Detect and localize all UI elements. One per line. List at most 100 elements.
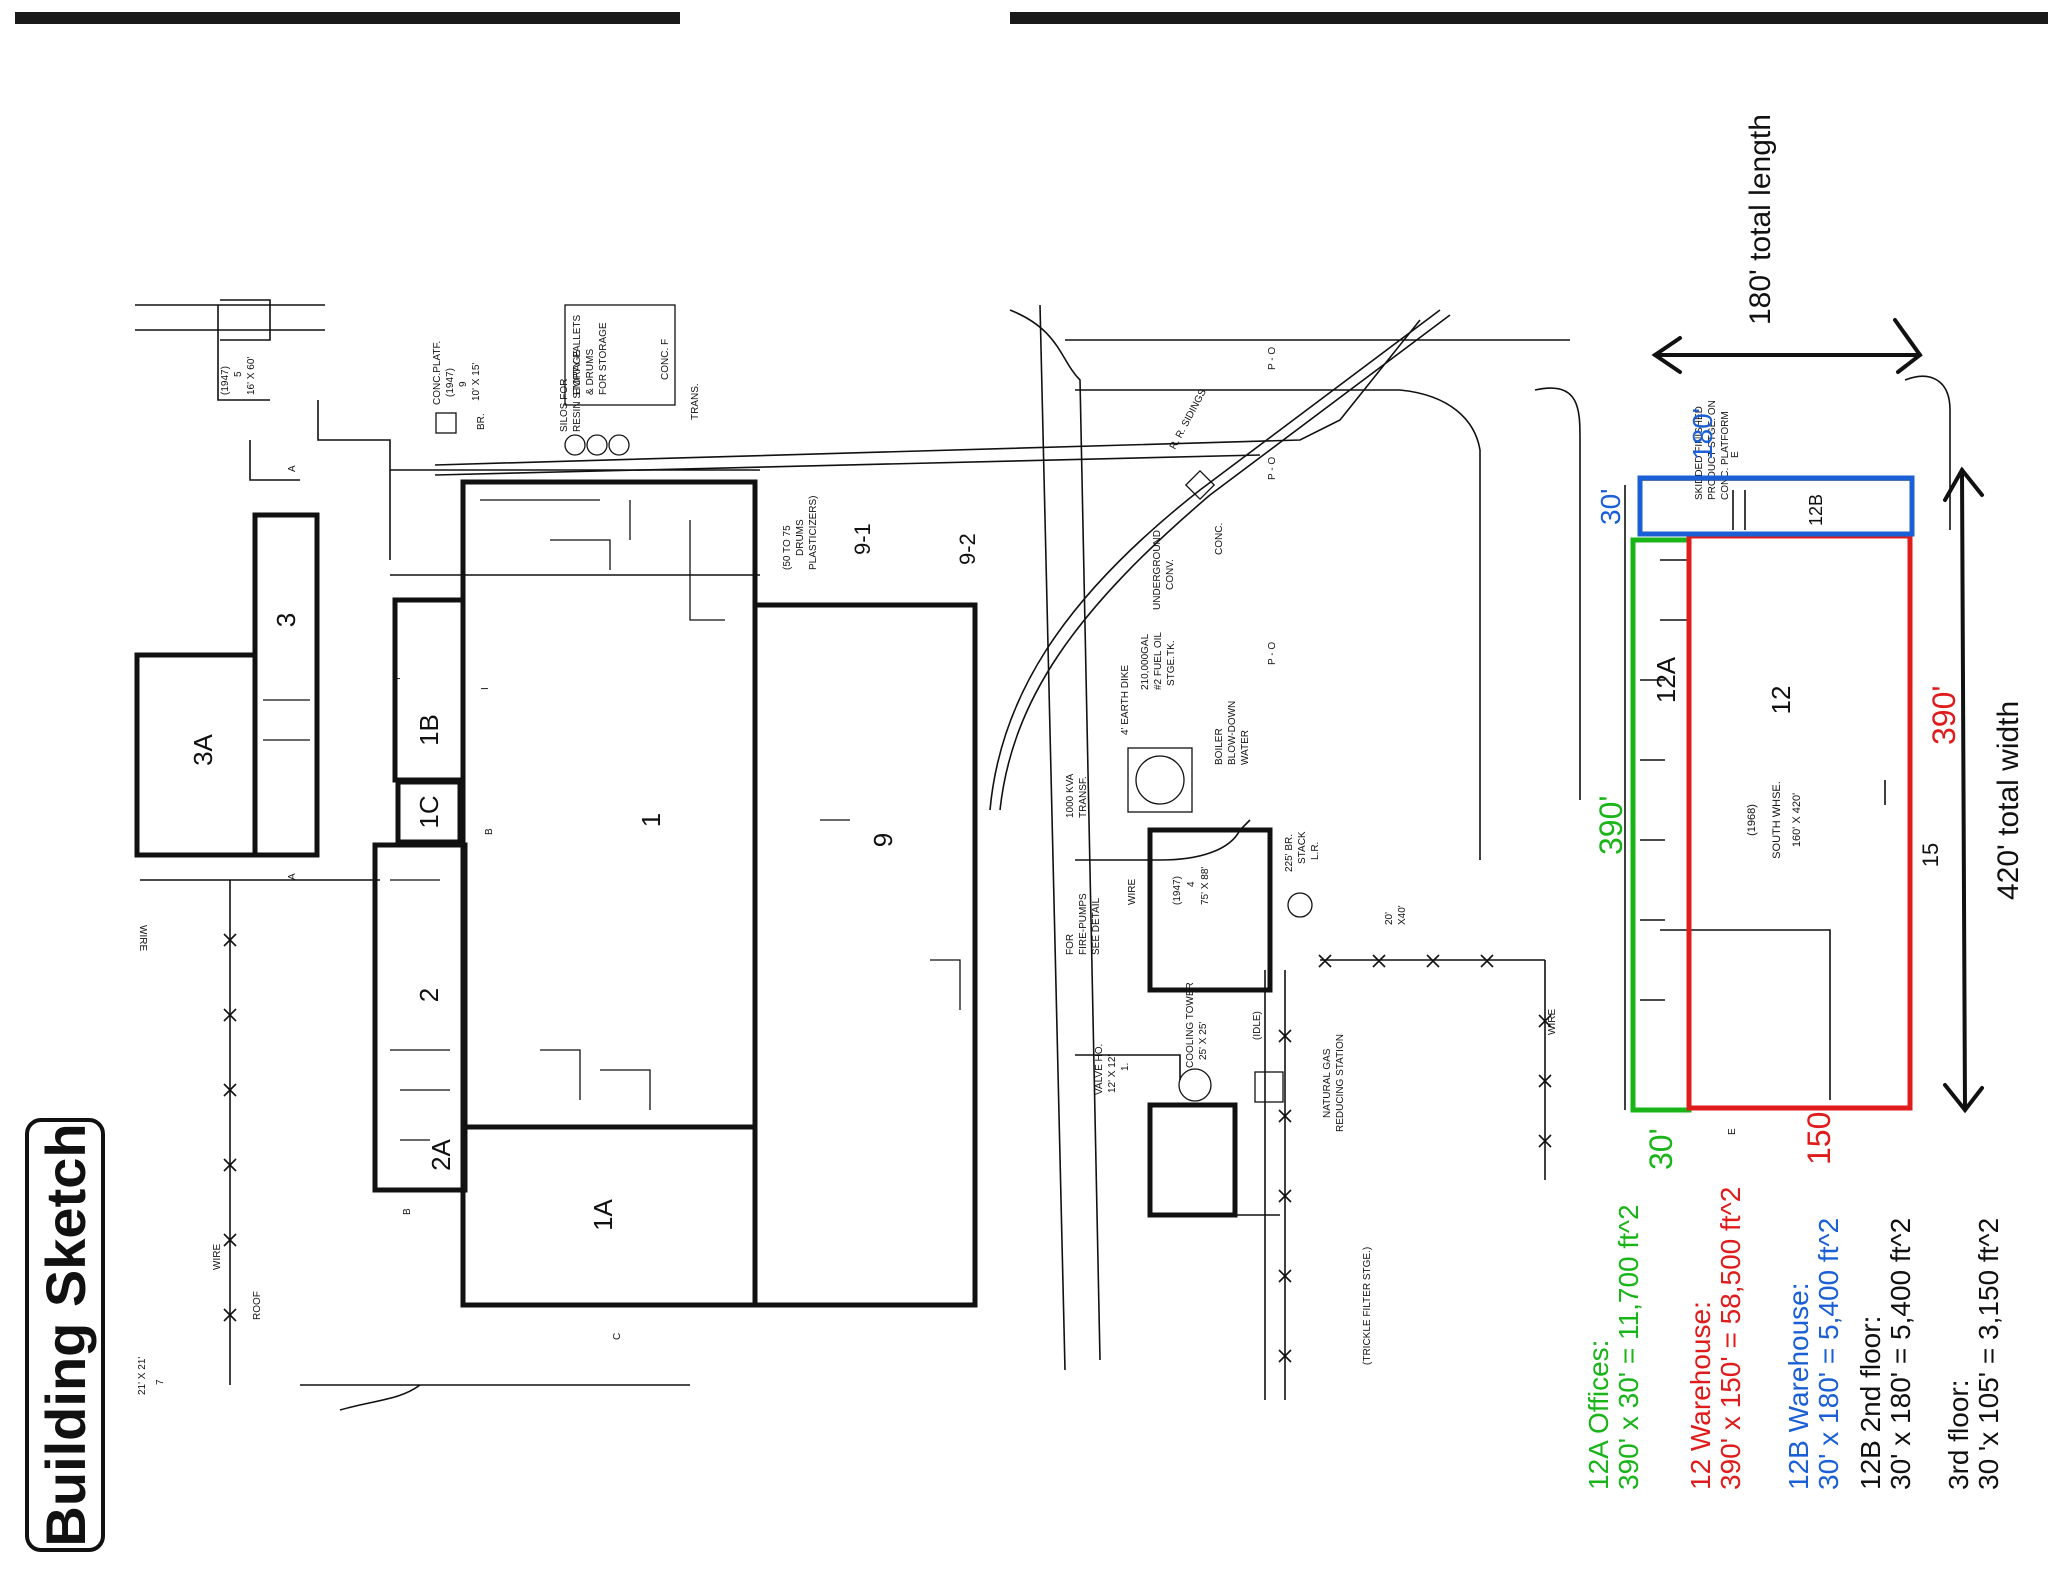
building-15-label: 15	[1918, 843, 1943, 867]
title-badge: Building Sketch	[25, 1118, 105, 1552]
valve-ho-line-1: VALVE HO.	[1094, 1044, 1105, 1095]
building-1c-label: 1C	[414, 795, 444, 828]
skidded-product-line-3: CONC. PLATFORM	[1720, 411, 1731, 500]
cooling-tower-line-1: COOLING TOWER	[1185, 982, 1196, 1068]
building-12a-label: 12A	[1651, 656, 1681, 703]
fuel-oil-line-2: #2 FUEL OIL	[1153, 632, 1164, 690]
marker-a-bottom: A	[287, 873, 298, 880]
small-building-7-label: 7 21' X 21'	[137, 1357, 166, 1395]
empty-pallets-label: EMPTY PALLETS & DRUMS FOR STORAGE	[572, 314, 609, 395]
conc-platf-line-1: CONC.PLATF.	[432, 341, 443, 405]
building-4-line-1: (1947)	[1172, 876, 1183, 905]
rr-sidings-label: R. R. SIDINGS	[1168, 387, 1209, 451]
building-9-outline	[752, 602, 978, 1308]
building-3-label: 3	[271, 613, 301, 627]
drums-plasticizers-line-3: PLASTICIZERS)	[808, 496, 819, 570]
building-2-label: 2	[414, 988, 444, 1002]
marker-e-top: E	[1730, 451, 1741, 458]
fuel-oil-label: 210,000GAL #2 FUEL OIL STGE.TK.	[1140, 632, 1177, 690]
drawing-labels: EMPTY PALLETS & DRUMS FOR STORAGE CONC. …	[137, 314, 1741, 1395]
skidded-product-line-2: PRODUCT STGE. ON	[1707, 400, 1718, 500]
building-1b-outline	[392, 597, 466, 783]
empty-pallets-line-2: & DRUMS	[585, 349, 596, 395]
marker-e-bottom: E	[1727, 1128, 1738, 1135]
resin-silos-label: SILOS FOR RESIN STORAGE	[559, 350, 583, 432]
boiler-line-3: WATER	[1240, 730, 1251, 765]
width-arrowhead-top	[1943, 466, 1984, 502]
drums-circle-3	[608, 434, 630, 456]
small-building-7-line-2: 21' X 21'	[137, 1357, 148, 1395]
building-5-label: (1947) 5 16' X 60'	[220, 357, 257, 395]
wire-label-right: WIRE	[1547, 1009, 1558, 1035]
valve-ho-line-2: 12' X 12'	[1107, 1055, 1118, 1093]
length-arrowhead-right	[1893, 318, 1923, 374]
warehouse-detail-lines	[1624, 479, 1910, 1110]
legend-item-12b: 12B Warehouse: 30' x 180' = 5,400 ft^2	[1783, 1218, 1844, 1490]
marker-po-2: P - O	[1267, 457, 1278, 480]
transf-line-1: 1000 KVA	[1065, 773, 1076, 818]
building-1a-label: 1A	[588, 1198, 618, 1230]
legend-12a-calc: 390' x 30' = 11,700 ft^2	[1613, 1204, 1644, 1490]
width-arrow	[1960, 468, 1967, 1112]
total-width-label: 420' total width	[1992, 701, 2025, 900]
conc-platf-line-3: 9	[458, 381, 469, 387]
conc-platf-label: CONC.PLATF. (1947) 9 10' X 15'	[432, 341, 482, 405]
valve-ho-label: VALVE HO. 12' X 12' 1.	[1094, 1044, 1131, 1095]
total-length-label: 180' total length	[1744, 114, 1777, 325]
silo-pad	[564, 304, 676, 406]
stack-line-1: 225' BR.	[1284, 834, 1295, 872]
interior-walls	[263, 304, 1313, 1141]
conc-f-label: CONC. F	[660, 339, 671, 380]
resin-silos-line-1: SILOS FOR	[559, 379, 570, 432]
empty-pallets-line-3: FOR STORAGE	[598, 322, 609, 395]
stack-circle	[1287, 892, 1313, 918]
scan-edge-right	[1010, 12, 2048, 24]
building-5-line-2: 5	[233, 371, 244, 377]
building-1c-outline	[395, 779, 463, 845]
area-legend: 12A Offices: 390' x 30' = 11,700 ft^2 12…	[1583, 1187, 2004, 1490]
tank-20x40-label: 20' X40'	[1384, 905, 1408, 925]
tank-20x40-line-1: 20'	[1384, 912, 1395, 925]
underground-conv-line-2: CONV.	[1165, 559, 1176, 590]
marker-po-3: P - O	[1267, 642, 1278, 665]
stack-line-2: STACK	[1297, 831, 1308, 864]
fence-markers	[223, 933, 1552, 1363]
drums-plasticizers-line-2: DRUMS	[795, 519, 806, 556]
skidded-product-label: SKIDDED FINISHED PRODUCT STGE. ON CONC. …	[1694, 400, 1731, 500]
south-warehouse: 12A 12B 12 15 (1968) SOUTH WHSE. 160' X …	[1593, 114, 2025, 1170]
conc-platf-pad	[435, 412, 457, 434]
building-12-label: 12	[1766, 686, 1796, 715]
legend-12b-label: 12B Warehouse:	[1783, 1282, 1814, 1490]
legend-item-12: 12 Warehouse: 390' x 150' = 58,500 ft^2	[1685, 1187, 1746, 1490]
marker-i-1: I	[392, 677, 403, 680]
fuel-oil-line-1: 210,000GAL	[1140, 633, 1151, 690]
legend-12a-label: 12A Offices:	[1583, 1340, 1614, 1490]
underground-conv-label: UNDERGROUND CONV.	[1152, 530, 1176, 610]
building-4-outline	[1147, 827, 1273, 993]
transformer-box	[1184, 469, 1216, 501]
tank-20x40-line-2: X40'	[1397, 905, 1408, 925]
legend-item-12b-2nd: 12B 2nd floor: 30' x 180' = 5,400 ft^2	[1855, 1218, 1916, 1490]
dim-30-blue: 30'	[1595, 489, 1626, 526]
legend-12b-2nd-label: 12B 2nd floor:	[1855, 1316, 1886, 1490]
building-1b-label: 1B	[414, 714, 444, 746]
marker-b-bottom: B	[402, 1208, 413, 1215]
transf-line-2: TRANSF.	[1078, 776, 1089, 818]
legend-3rd-floor-label: 3rd floor:	[1943, 1380, 1974, 1491]
small-building-7-line-1: 7	[155, 1379, 166, 1385]
building-2-outline	[372, 842, 468, 1193]
marker-i-2: I	[480, 687, 491, 690]
building-outlines	[134, 479, 1273, 1308]
conc-label: CONC.	[1214, 523, 1225, 555]
resin-silos-line-2: RESIN STORAGE	[572, 350, 583, 432]
fire-pumps-label: FOR FIRE-PUMPS SEE DETAIL	[1065, 893, 1102, 955]
plant-linework	[135, 299, 1951, 1411]
boiler-line-2: BLOW-DOWN	[1227, 701, 1238, 765]
idle-label: (IDLE)	[1252, 1011, 1263, 1040]
building-2a-label: 2A	[426, 1138, 456, 1170]
skidded-product-line-1: SKIDDED FINISHED	[1694, 406, 1705, 500]
legend-3rd-floor-calc: 30 'x 105' = 3,150 ft^2	[1973, 1218, 2004, 1490]
scan-edge-left	[15, 12, 680, 24]
fuel-tank-pad	[1127, 747, 1193, 813]
